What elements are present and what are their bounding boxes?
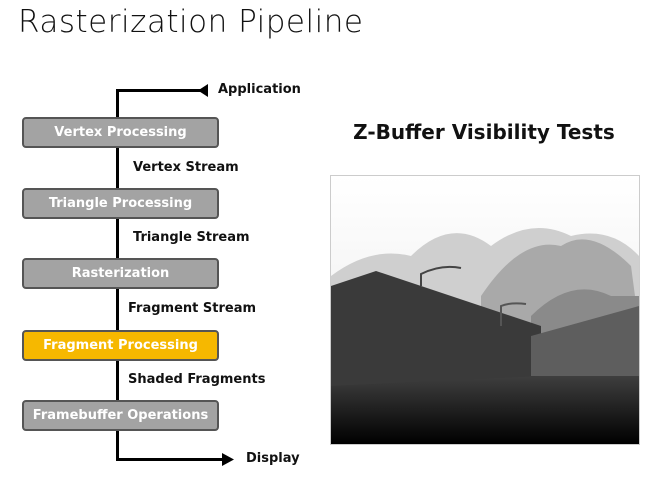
stage-rasterization: Rasterization	[22, 258, 219, 289]
output-label: Display	[246, 451, 300, 466]
stream-label: Fragment Stream	[128, 301, 257, 316]
input-label: Application	[218, 82, 301, 97]
zbuffer-depth-image	[330, 175, 640, 445]
arrow-left-icon	[198, 84, 208, 97]
connector-line	[116, 458, 224, 461]
stage-fragment-processing: Fragment Processing	[22, 330, 219, 361]
stage-triangle-processing: Triangle Processing	[22, 188, 219, 219]
connector-line	[116, 89, 206, 92]
stage-framebuffer-operations: Framebuffer Operations	[22, 400, 219, 431]
figure-title: Z-Buffer Visibility Tests	[353, 120, 615, 144]
slide-title: Rasterization Pipeline	[18, 4, 364, 40]
arrow-right-icon	[222, 453, 234, 466]
stream-label: Shaded Fragments	[128, 372, 266, 387]
stream-label: Vertex Stream	[133, 160, 239, 175]
stream-label: Triangle Stream	[133, 230, 250, 245]
stage-vertex-processing: Vertex Processing	[22, 117, 219, 148]
